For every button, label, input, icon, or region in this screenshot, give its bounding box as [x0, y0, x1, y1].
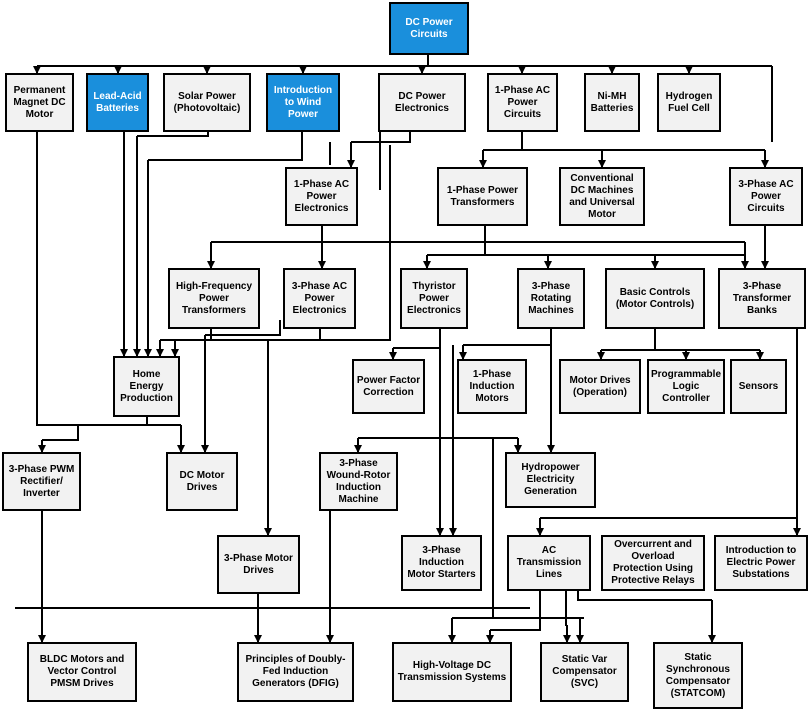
node-label: Motor Drives (Operation) [569, 374, 631, 398]
node-wind[interactable]: Introduction to Wind Power [266, 73, 340, 132]
node-label: 3-Phase AC Power Electronics [291, 280, 348, 316]
node-3ph-rotating[interactable]: 3-Phase Rotating Machines [517, 268, 585, 329]
node-label: 1-Phase Induction Motors [469, 368, 515, 404]
node-lead-acid[interactable]: Lead-Acid Batteries [86, 73, 149, 132]
node-pm-dc-motor[interactable]: Permanent Magnet DC Motor [5, 73, 74, 132]
node-label: 3-Phase Wound-Rotor Induction Machine [326, 457, 391, 505]
node-statcom[interactable]: Static Synchronous Compensator (STATCOM) [653, 642, 743, 709]
node-label: 3-Phase AC Power Circuits [738, 178, 794, 214]
node-label: 3-Phase PWM Rectifier/ Inverter [8, 463, 75, 499]
node-label: Home Energy Production [120, 368, 173, 404]
node-label: 3-Phase Transformer Banks [732, 280, 792, 316]
node-dc-power-electronics[interactable]: DC Power Electronics [378, 73, 466, 132]
node-label: Static Synchronous Compensator (STATCOM) [665, 651, 731, 699]
node-label: Overcurrent and Overload Protection Usin… [611, 539, 695, 586]
node-label: AC Transmission Lines [516, 545, 582, 580]
node-1ph-induction[interactable]: 1-Phase Induction Motors [457, 359, 527, 414]
node-label: Solar Power (Photovoltaic) [173, 90, 241, 114]
node-3ph-motor-drives[interactable]: 3-Phase Motor Drives [217, 535, 300, 594]
node-hf-transformers[interactable]: High-Frequency Power Transformers [168, 268, 260, 329]
node-label: Basic Controls (Motor Controls) [615, 286, 695, 310]
node-3ph-pwm[interactable]: 3-Phase PWM Rectifier/ Inverter [2, 452, 81, 511]
connector-line [463, 329, 552, 346]
node-label: 1-Phase Power Transformers [446, 184, 519, 208]
node-dfig[interactable]: Principles of Doubly- Fed Induction Gene… [237, 642, 354, 702]
node-label: High-Voltage DC Transmission Systems [397, 660, 507, 683]
node-label: Power Factor Correction [356, 374, 421, 398]
connector-line [137, 132, 209, 137]
node-pfc[interactable]: Power Factor Correction [352, 359, 425, 414]
node-3ph-ac-circuits[interactable]: 3-Phase AC Power Circuits [729, 167, 803, 226]
node-conventional-dc[interactable]: Conventional DC Machines and Universal M… [559, 167, 645, 226]
node-overcurrent[interactable]: Overcurrent and Overload Protection Usin… [601, 535, 705, 591]
node-motor-drives-op[interactable]: Motor Drives (Operation) [559, 359, 641, 414]
connector-line [175, 329, 212, 341]
node-label: Hydrogen Fuel Cell [665, 90, 713, 114]
node-home-energy[interactable]: Home Energy Production [113, 356, 180, 417]
node-svc[interactable]: Static Var Compensator (SVC) [540, 642, 629, 702]
connector-line [351, 132, 411, 143]
node-plc[interactable]: Programmable Logic Controller [647, 359, 725, 414]
node-label: 3-Phase Motor Drives [224, 552, 293, 576]
node-motor-starters[interactable]: 3-Phase Induction Motor Starters [401, 535, 482, 591]
node-label: Hydropower Electricity Generation [521, 462, 580, 497]
node-label: Introduction to Electric Power Substatio… [725, 545, 797, 580]
node-label: DC Power Electronics [395, 90, 449, 114]
node-nimh[interactable]: Ni-MH Batteries [584, 73, 640, 132]
node-1ph-transformers[interactable]: 1-Phase Power Transformers [437, 167, 528, 226]
node-label: 3-Phase Rotating Machines [528, 280, 574, 316]
node-label: Conventional DC Machines and Universal M… [569, 172, 635, 220]
node-solar[interactable]: Solar Power (Photovoltaic) [163, 73, 251, 132]
node-label: Principles of Doubly- Fed Induction Gene… [245, 654, 346, 689]
node-label: Permanent Magnet DC Motor [13, 84, 66, 120]
node-label: High-Frequency Power Transformers [175, 280, 253, 316]
connector-line [148, 132, 303, 161]
node-hydropower[interactable]: Hydropower Electricity Generation [505, 452, 596, 508]
node-label: 1-Phase AC Power Circuits [494, 84, 551, 120]
node-substations[interactable]: Introduction to Electric Power Substatio… [714, 535, 808, 591]
node-ac-transmission[interactable]: AC Transmission Lines [507, 535, 591, 591]
node-hvdc[interactable]: High-Voltage DC Transmission Systems [392, 642, 512, 702]
connector-line [160, 145, 391, 341]
node-thyristor[interactable]: Thyristor Power Electronics [400, 268, 468, 329]
node-label: Lead-Acid Batteries [93, 90, 142, 114]
connector-line [565, 591, 567, 626]
connector-line [490, 591, 541, 631]
connector-line [78, 417, 148, 426]
node-label: DC Power Circuits [405, 16, 453, 40]
node-wound-rotor[interactable]: 3-Phase Wound-Rotor Induction Machine [319, 452, 398, 511]
node-1ph-ac-circuits[interactable]: 1-Phase AC Power Circuits [487, 73, 558, 132]
connector-line [42, 425, 79, 441]
connector-line [577, 591, 712, 601]
node-1ph-ac-pe[interactable]: 1-Phase AC Power Electronics [285, 167, 358, 226]
node-bldc[interactable]: BLDC Motors and Vector Control PMSM Driv… [27, 642, 137, 702]
node-hydrogen[interactable]: Hydrogen Fuel Cell [657, 73, 721, 132]
node-label: Introduction to Wind Power [273, 84, 333, 120]
node-label: Static Var Compensator (SVC) [552, 654, 617, 689]
node-label: Sensors [738, 380, 779, 392]
node-dc-power-circuits[interactable]: DC Power Circuits [389, 2, 469, 55]
node-label: Thyristor Power Electronics [407, 280, 461, 316]
node-3ph-ac-pe[interactable]: 3-Phase AC Power Electronics [283, 268, 356, 329]
node-label: Ni-MH Batteries [590, 90, 634, 114]
connector-line [205, 320, 281, 336]
node-basic-controls[interactable]: Basic Controls (Motor Controls) [605, 268, 705, 329]
connector-line [268, 329, 321, 341]
node-label: 3-Phase Induction Motor Starters [407, 545, 476, 580]
connector-line [393, 329, 441, 349]
node-sensors[interactable]: Sensors [730, 359, 787, 414]
node-dc-motor-drives[interactable]: DC Motor Drives [166, 452, 238, 511]
node-label: BLDC Motors and Vector Control PMSM Driv… [39, 654, 125, 689]
node-transformer-banks[interactable]: 3-Phase Transformer Banks [718, 268, 806, 329]
node-label: DC Motor Drives [179, 469, 225, 493]
node-label: Programmable Logic Controller [650, 368, 722, 404]
node-label: 1-Phase AC Power Electronics [293, 178, 350, 214]
